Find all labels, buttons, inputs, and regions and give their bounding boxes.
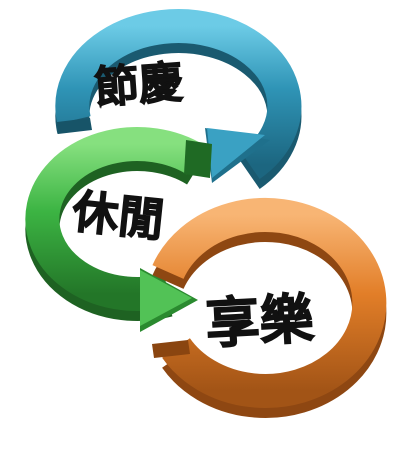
blue-ring-body (55, 9, 302, 179)
orange-ring-body (152, 197, 387, 408)
orange-tail-cap (152, 340, 190, 358)
ring-label-leisure: 休閒 (69, 184, 167, 247)
green-tail-cap (184, 140, 212, 178)
green-arrowhead-top (140, 270, 192, 326)
ring-label-enjoyment: 享樂 (204, 287, 316, 356)
ring-label-festival: 節慶 (93, 57, 184, 114)
green-ring-body (25, 127, 205, 311)
orange-ring-arrow (152, 197, 387, 418)
green-ring-arrow (25, 127, 212, 332)
blue-ring-arrow (55, 9, 302, 189)
blue-tail-cap (57, 118, 92, 134)
blue-arrowhead-top (207, 128, 265, 178)
